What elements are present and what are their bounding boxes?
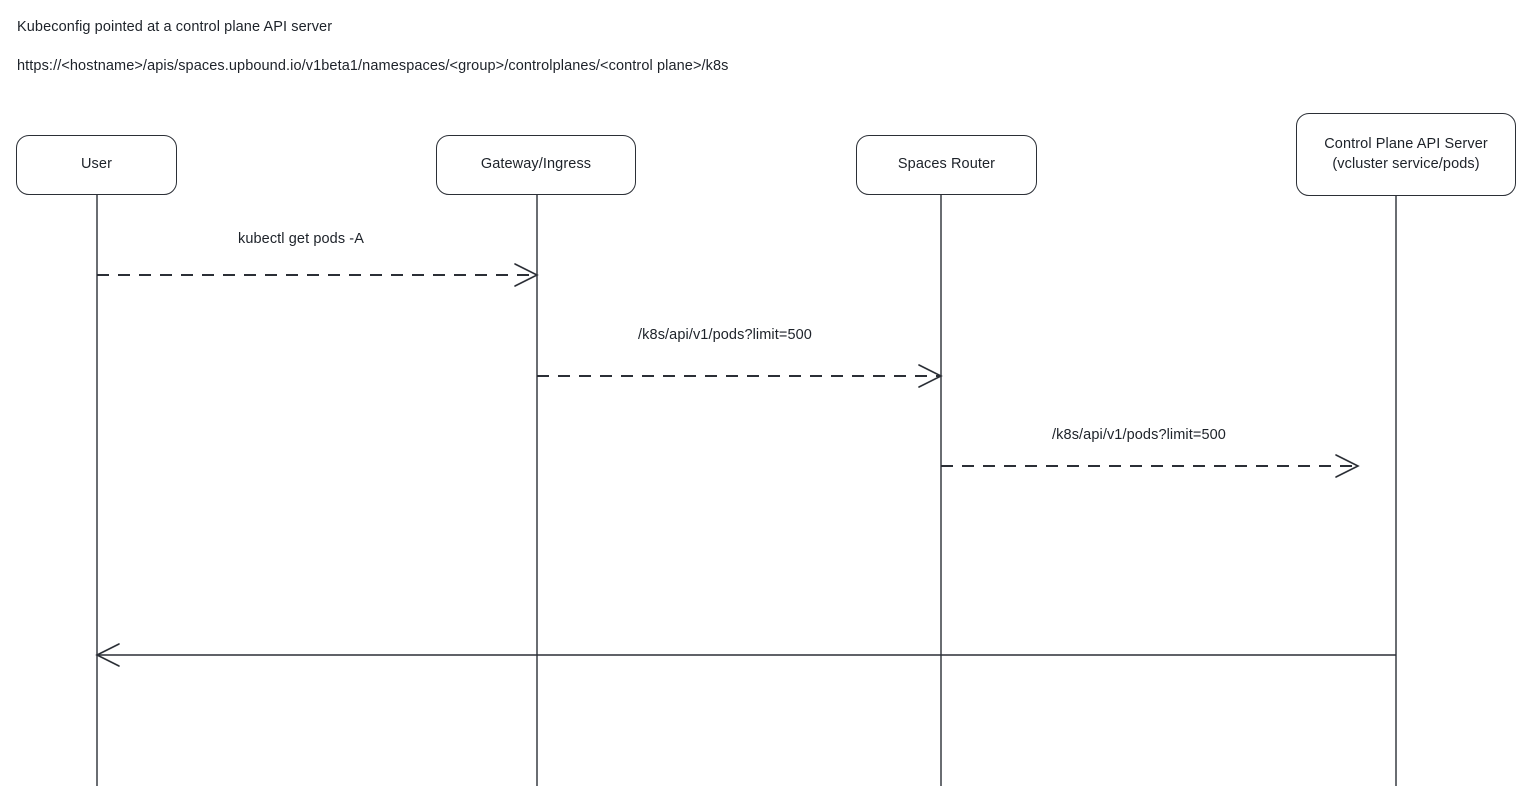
participant-label-user: User	[80, 156, 112, 173]
msg-kubectl-get-pods[interactable]	[97, 263, 539, 287]
msg-response-to-user[interactable]	[95, 643, 1396, 667]
msg-pods-limit-gateway-to-router[interactable]	[537, 364, 943, 388]
msg-pods-limit-gateway-to-router-label: /k8s/api/v1/pods?limit=500	[638, 327, 812, 343]
participant-box-spaces-router[interactable]: Spaces Router	[856, 135, 1037, 195]
msg-response-to-user-arrowhead	[95, 643, 120, 667]
msg-pods-limit-gateway-to-router-arrowhead	[918, 364, 943, 388]
kubeconfig-url: https://<hostname>/apis/spaces.upbound.i…	[17, 58, 729, 74]
lifelines-group	[96, 195, 1397, 786]
participant-box-user[interactable]: User	[16, 135, 177, 195]
participant-box-control-plane-api-server[interactable]: Control Plane API Server (vcluster servi…	[1296, 113, 1516, 196]
participant-label-control-plane-api-server: Control Plane API Server (vcluster servi…	[1324, 136, 1488, 172]
messages-group	[95, 263, 1396, 667]
diagram-title: Kubeconfig pointed at a control plane AP…	[17, 19, 333, 35]
msg-kubectl-get-pods-arrowhead	[514, 263, 539, 287]
participant-label-spaces-router: Spaces Router	[897, 156, 996, 173]
participant-label-gateway: Gateway/Ingress	[480, 156, 592, 173]
participant-box-gateway[interactable]: Gateway/Ingress	[436, 135, 636, 195]
msg-kubectl-get-pods-label: kubectl get pods -A	[237, 231, 365, 247]
msg-pods-limit-router-to-apiserver-label: /k8s/api/v1/pods?limit=500	[1052, 427, 1226, 443]
msg-pods-limit-router-to-apiserver-arrowhead	[1335, 454, 1360, 478]
msg-pods-limit-router-to-apiserver[interactable]	[941, 454, 1360, 478]
